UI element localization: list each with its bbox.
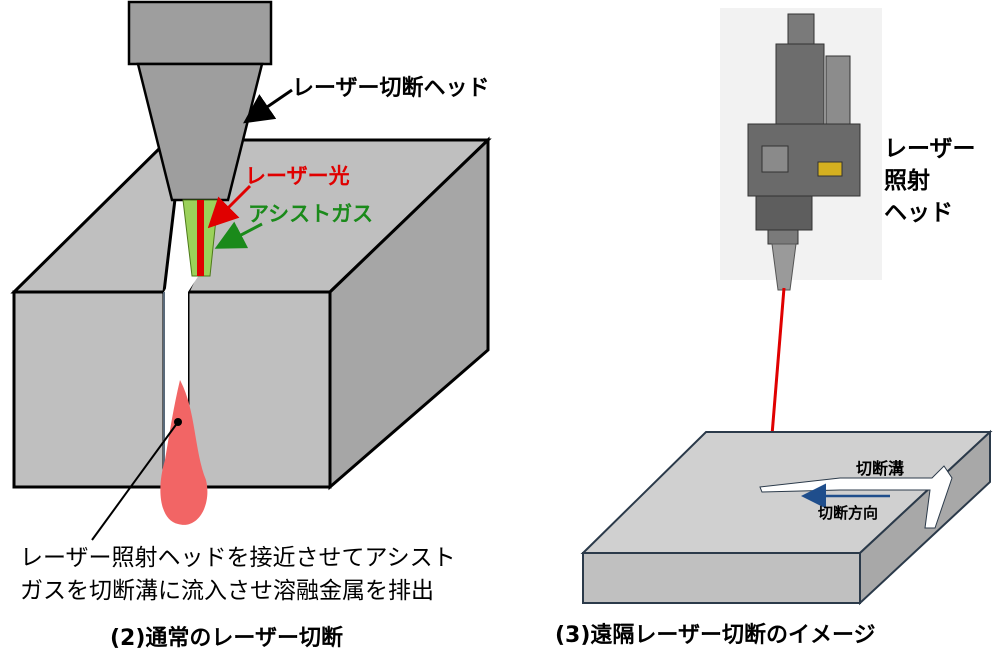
laser-arrow [207,184,252,229]
pointer-dot [174,418,182,426]
gas-arrow [214,221,263,249]
laser-irradiation-head [720,8,882,291]
molten-metal [160,380,208,525]
cut-groove-label: 切断溝 [856,459,905,478]
laser-irradiation-head-label: レーザー 照射 ヘッド [884,133,976,229]
laser-beam [197,200,204,276]
target-plate [580,429,993,606]
assist-gas-label: アシストガス [248,202,374,226]
irradiation-label-line-2: 照射 [884,168,930,194]
irradiation-label-line-1: レーザー [884,136,976,162]
laser-light-label: レーザー光 [245,164,350,188]
irradiation-label-line-3: ヘッド [884,200,953,226]
description-line-1: レーザー照射ヘッドを接近させてアシスト [20,545,456,571]
head-arrow [243,88,293,124]
caption-normal-cutting: (2)通常のレーザー切断 [110,626,343,651]
caption-remote-cutting: (3)遠隔レーザー切断のイメージ [555,623,876,648]
description-pointer [91,421,179,541]
workpiece-block [10,136,492,491]
description-line-2: ガスを切断溝に流入させ溶融金属を排出 [20,578,434,604]
laser-cutting-head-label: レーザー切断ヘッド [292,76,490,101]
cutting-direction-label: 切断方向 [818,504,879,522]
